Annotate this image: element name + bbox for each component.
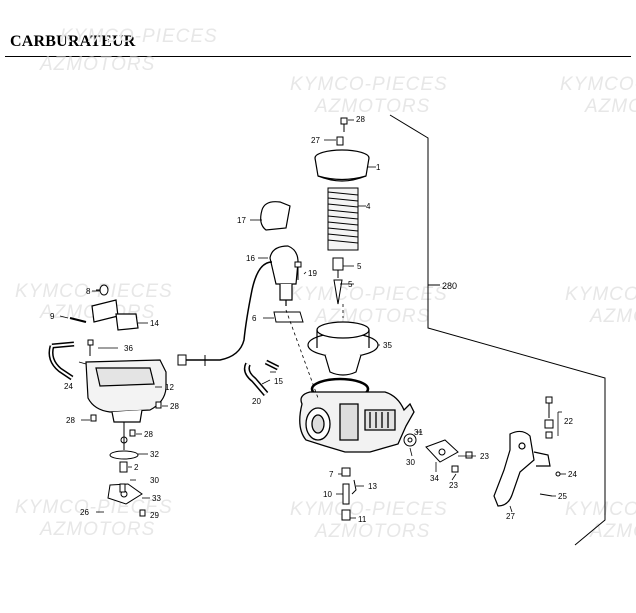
part-label: 29 xyxy=(150,511,159,520)
small-parts xyxy=(539,471,561,497)
watermark-kymco: KYMCO-PIECES xyxy=(60,26,218,47)
part-label: 5 xyxy=(348,280,353,289)
part-label: 28 xyxy=(66,416,75,425)
watermark-kymco: KYMCO-PIECES xyxy=(560,74,636,95)
spring xyxy=(327,187,359,251)
watermark-kymco: KYMCO-PIECES xyxy=(565,284,636,305)
jet-parts xyxy=(341,467,357,521)
part-label: 28 xyxy=(356,115,365,124)
part-label: 26 xyxy=(80,508,89,517)
part-label: 30 xyxy=(150,476,159,485)
part-label: 13 xyxy=(368,482,377,491)
part-label: 2 xyxy=(134,463,139,472)
watermark-kymco: KYMCO-PIECES xyxy=(565,499,636,520)
choke-cover xyxy=(260,201,291,231)
watermark-kymco: KYMCO-PIECES xyxy=(290,284,448,305)
part-label: 4 xyxy=(366,202,371,211)
dashed-guides xyxy=(285,304,344,399)
part-label: 35 xyxy=(383,341,392,350)
watermark-azmotors: AZMOTORS xyxy=(314,521,430,542)
part-label: 28 xyxy=(144,430,153,439)
part-label: 11 xyxy=(358,515,367,524)
needle-clip xyxy=(332,257,344,305)
watermark-kymco: KYMCO-PIECES xyxy=(15,281,173,302)
part-label: 33 xyxy=(152,494,161,503)
part-label: 32 xyxy=(150,450,159,459)
part-label: 27 xyxy=(311,136,320,145)
screw-19 xyxy=(294,261,302,280)
watermark-azmotors: AZMOTORS xyxy=(39,519,155,540)
screw-27 xyxy=(336,117,348,146)
part-label: 9 xyxy=(50,312,55,321)
carburetor-cap xyxy=(314,149,370,182)
watermark-kymco: KYMCO-PIECES xyxy=(290,499,448,520)
watermark-azmotors: AZMOTORS xyxy=(589,306,636,327)
carburetor-body xyxy=(299,391,415,453)
part-label: 7 xyxy=(329,470,334,479)
part-label: 20 xyxy=(252,397,261,406)
part-label: 24 xyxy=(64,382,73,391)
part-label: 23 xyxy=(480,452,489,461)
choke-wire xyxy=(186,261,273,361)
part-label: 31 xyxy=(414,428,423,437)
throttle-parts xyxy=(403,433,473,473)
part-label: 17 xyxy=(237,216,246,225)
watermark-azmotors: AZMOTORS xyxy=(584,96,636,117)
watermark-kymco: KYMCO-PIECES xyxy=(290,74,448,95)
part-label: 12 xyxy=(165,383,174,392)
part-label: 34 xyxy=(430,474,439,483)
part-label: 25 xyxy=(558,492,567,501)
part-label: 5 xyxy=(357,262,362,271)
watermark-kymco: KYMCO-PIECES xyxy=(15,497,173,518)
part-label: 15 xyxy=(274,377,283,386)
part-label: 22 xyxy=(564,417,573,426)
group-label-280: 280 xyxy=(442,281,457,291)
watermark-azmotors: AZMOTORS xyxy=(39,54,155,75)
page-title: CARBURATEUR xyxy=(10,33,136,50)
part-labels: 28 27 1 4 17 16 5 19 5 6 35 8 9 14 36 24… xyxy=(50,115,577,524)
screw-36 xyxy=(87,339,94,356)
part-label: 24 xyxy=(568,470,577,479)
group-bracket-280 xyxy=(389,114,606,546)
part-label: 23 xyxy=(449,481,458,490)
float-needle xyxy=(96,284,109,296)
part-label: 27 xyxy=(506,512,515,521)
connector xyxy=(177,354,206,366)
part-label: 30 xyxy=(406,458,415,467)
part-label: 36 xyxy=(124,344,133,353)
part-label: 10 xyxy=(323,490,332,499)
main-jet-stack xyxy=(107,422,143,505)
part-label: 1 xyxy=(376,163,381,172)
float-pin xyxy=(69,317,87,323)
part-label: 8 xyxy=(86,287,91,296)
watermark-azmotors: AZMOTORS xyxy=(589,521,636,542)
title-rule xyxy=(5,56,631,57)
diaphragm xyxy=(307,321,379,376)
float xyxy=(91,299,139,331)
part-label: 28 xyxy=(170,402,179,411)
float-bowl xyxy=(85,359,167,423)
drain-hose xyxy=(48,341,75,381)
cable-bracket xyxy=(493,430,551,507)
watermark-azmotors: AZMOTORS xyxy=(314,96,430,117)
leader-lines xyxy=(78,271,566,519)
screws-28 xyxy=(90,401,162,517)
auto-choke xyxy=(269,245,299,306)
part-label: 14 xyxy=(150,319,159,328)
part-label: 6 xyxy=(252,314,257,323)
part-label: 16 xyxy=(246,254,255,263)
part-label: 19 xyxy=(308,269,317,278)
adjust-screw-16 xyxy=(544,396,554,439)
